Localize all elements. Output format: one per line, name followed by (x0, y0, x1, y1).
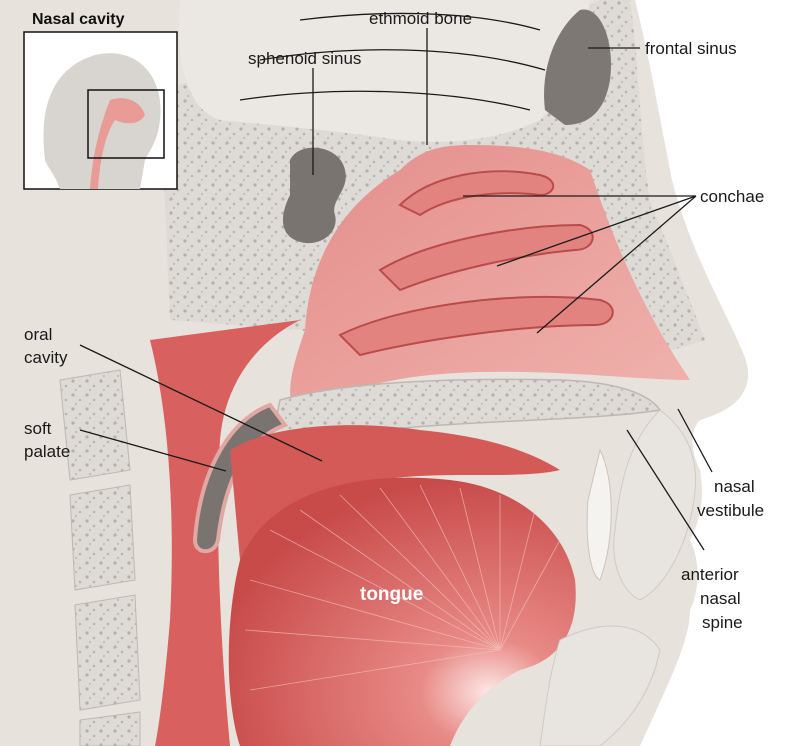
concha-middle (378, 223, 594, 292)
label-anterior-nasal-spine-line1: anterior (681, 565, 739, 584)
label-oral-cavity-line1: oral (24, 325, 52, 344)
nasal-cavity (290, 145, 690, 420)
oral-cavity (230, 425, 560, 560)
label-sphenoid-sinus: sphenoid sinus (248, 49, 361, 68)
upper-lip (613, 409, 697, 601)
label-soft-palate-line1: soft (24, 419, 52, 438)
label-conchae: conchae (700, 187, 764, 206)
inset-head-silhouette (43, 53, 161, 190)
inset-head-locator: Nasal cavity (23, 11, 178, 190)
pharynx-wall (150, 320, 300, 746)
brain (179, 0, 590, 142)
upper-incisor (586, 448, 612, 581)
inset-focus-box (87, 89, 165, 159)
frontal-sinus (544, 9, 611, 126)
label-tongue: tongue (360, 584, 423, 605)
tongue-fibers (244, 484, 561, 691)
concha-inferior (338, 295, 614, 357)
vertebrae (59, 369, 141, 746)
label-nasal-vestibule-line2: vestibule (697, 501, 764, 520)
label-soft-palate-line2: palate (24, 442, 70, 461)
label-anterior-nasal-spine-line2: nasal (700, 589, 741, 608)
label-frontal-sinus: frontal sinus (645, 39, 737, 58)
label-nasal-vestibule-line1: nasal (714, 477, 755, 496)
lower-lip (539, 625, 661, 746)
tongue (228, 477, 576, 746)
concha-superior (398, 170, 555, 217)
inset-title: Nasal cavity (32, 11, 125, 28)
leader-lines (79, 28, 713, 551)
label-oral-cavity-line2: cavity (24, 348, 68, 367)
label-anterior-nasal-spine-line3: spine (702, 613, 743, 632)
sphenoid-sinus (283, 147, 346, 244)
inset-airway (90, 98, 145, 189)
label-ethmoid-bone: ethmoid bone (369, 9, 472, 28)
